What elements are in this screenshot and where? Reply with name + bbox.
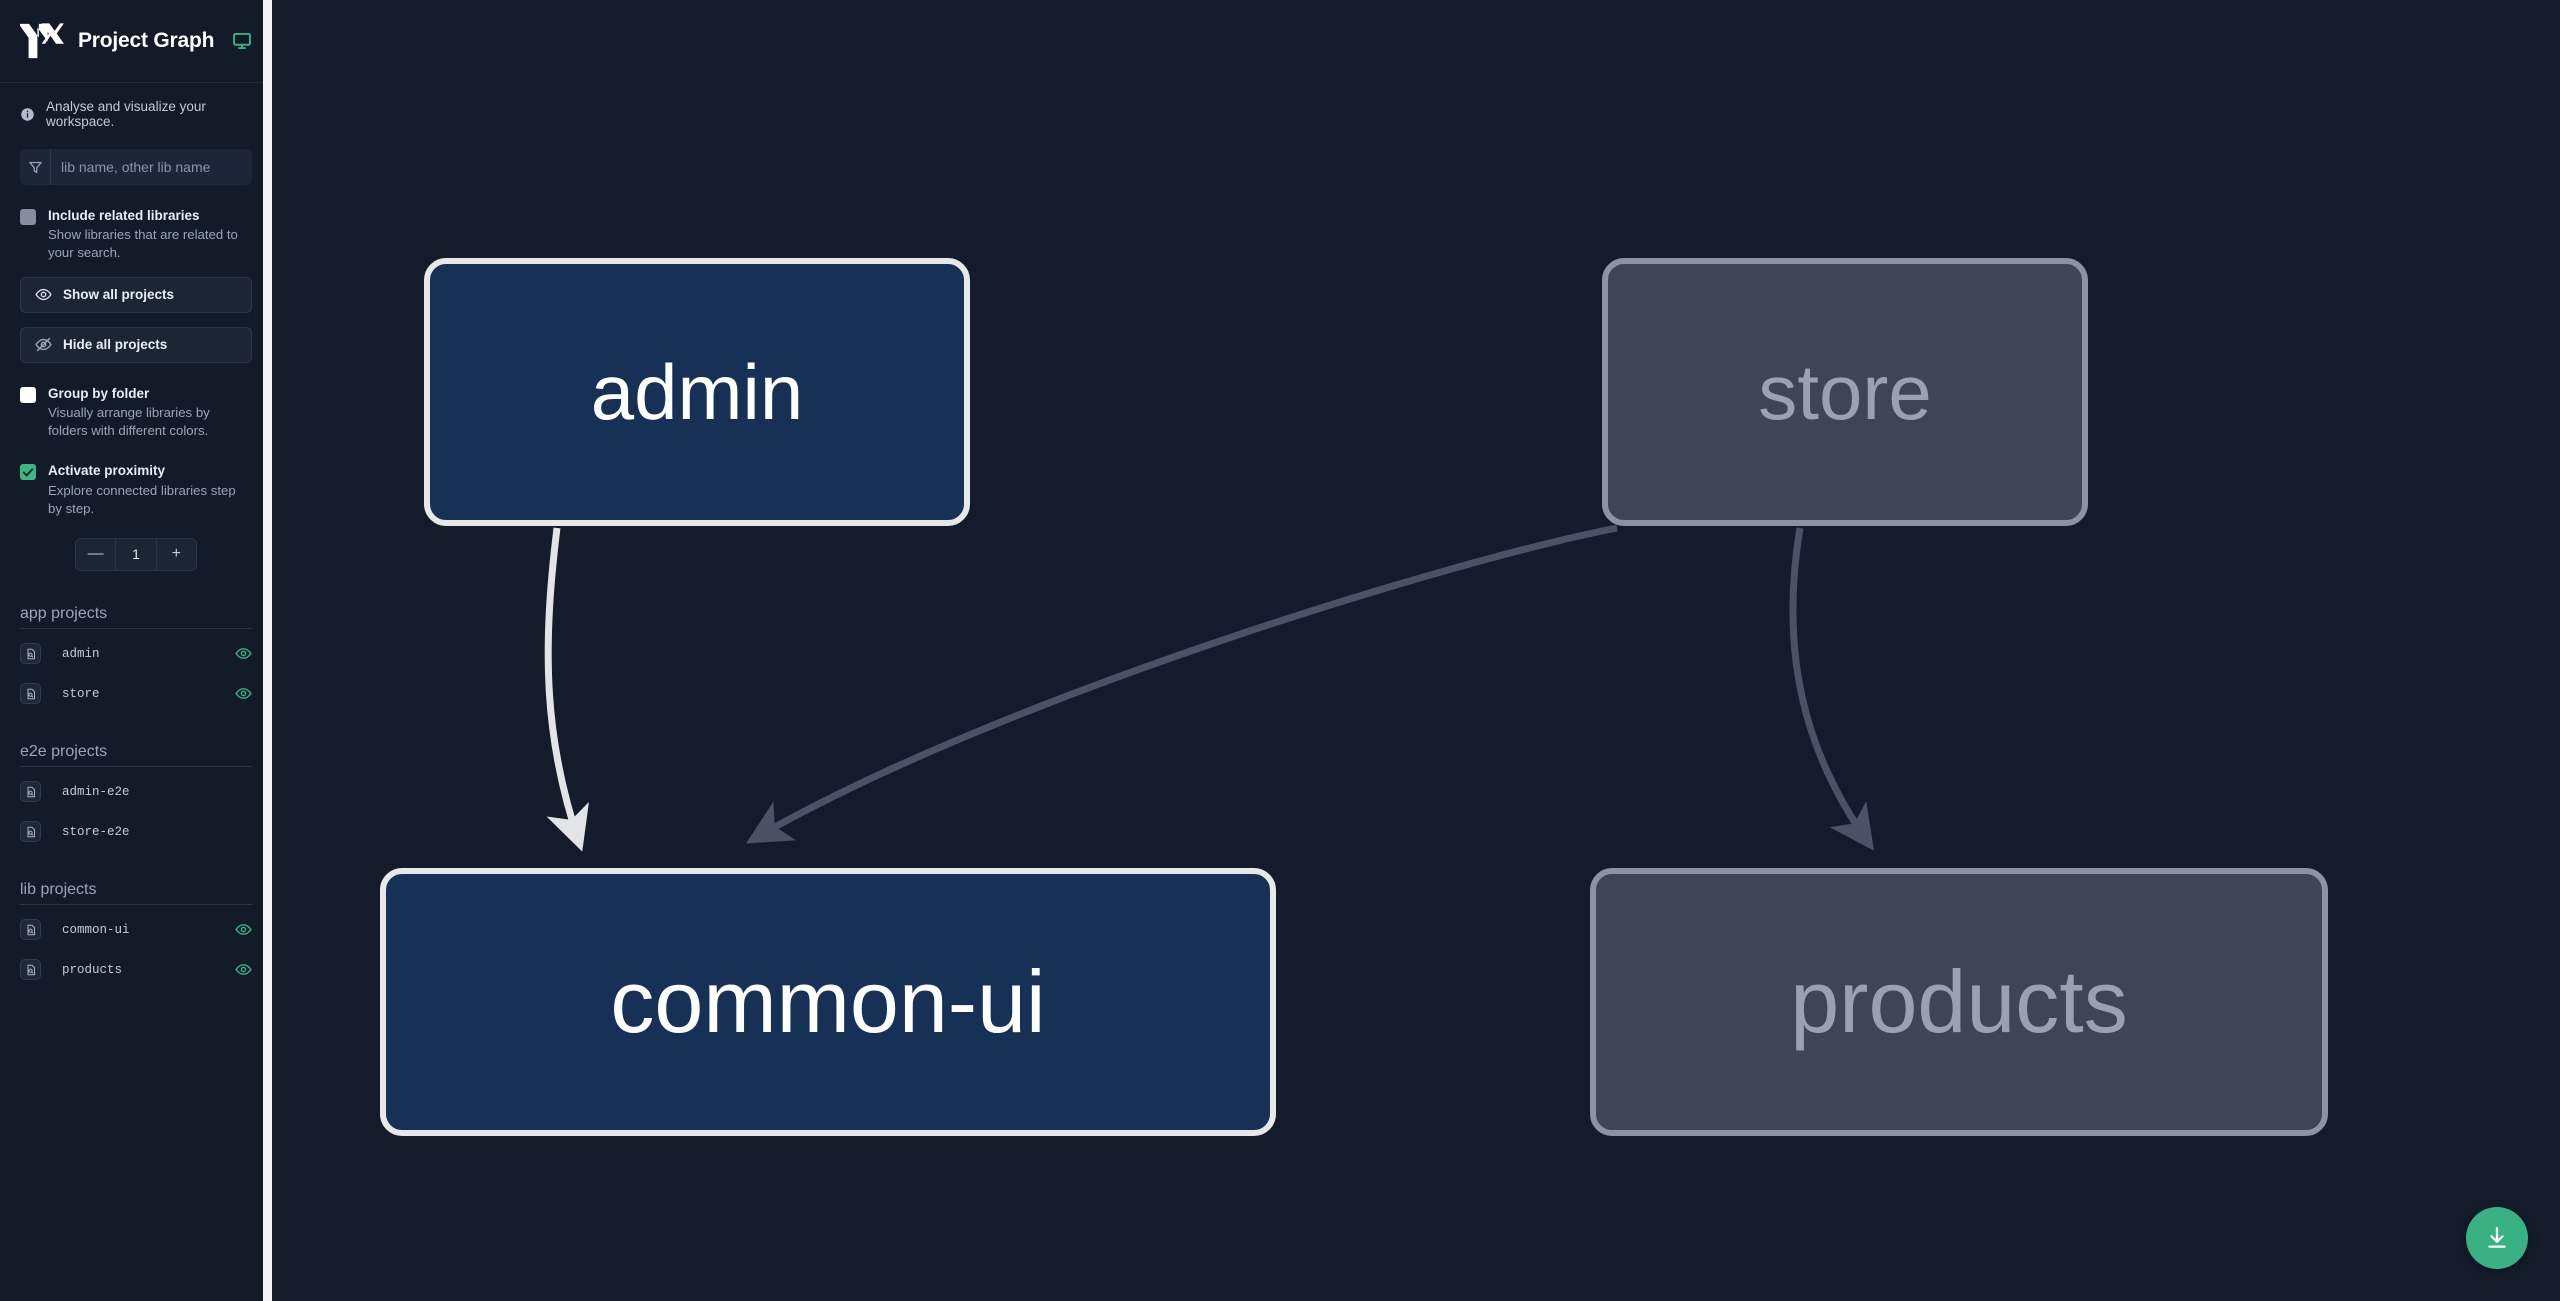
workspace-tagline: Analyse and visualize your workspace.	[0, 83, 272, 143]
search-filter[interactable]	[20, 149, 252, 185]
info-icon	[20, 107, 35, 122]
sidebar-header: Project Graph	[0, 0, 272, 82]
project-details-button[interactable]	[20, 643, 41, 665]
file-search-icon	[27, 924, 35, 936]
show-all-projects-label: Show all projects	[63, 287, 175, 303]
project-details-button[interactable]	[20, 919, 41, 941]
proximity-decrement-button[interactable]: —	[76, 538, 116, 570]
header-divider	[0, 82, 272, 83]
download-graph-button[interactable]	[2466, 1207, 2528, 1269]
project-list-item[interactable]: store	[20, 679, 252, 709]
eye-icon	[35, 286, 52, 303]
activate-proximity-label: Activate proximity	[48, 463, 166, 479]
graph-edges	[544, 524, 1875, 852]
project-visibility-toggle[interactable]	[235, 685, 252, 702]
graph-node-products[interactable]: products	[1590, 868, 2328, 1136]
tagline-text: Analyse and visualize your workspace.	[46, 99, 206, 129]
project-group-title: e2e projects	[20, 743, 252, 767]
edge-admin-to-common-ui	[544, 527, 589, 852]
project-visibility-toggle[interactable]	[235, 961, 252, 978]
project-group-title: app projects	[20, 605, 252, 629]
project-group: lib projects common-ui products	[0, 881, 272, 985]
eye-off-icon	[35, 336, 52, 353]
eye-icon[interactable]	[235, 685, 252, 702]
project-name: products	[62, 962, 123, 977]
proximity-stepper[interactable]: — 1 +	[75, 537, 197, 571]
project-groups: app projects admin store e2e projects admin-…	[0, 605, 272, 985]
project-details-button[interactable]	[20, 821, 41, 843]
group-by-folder-label: Group by folder	[48, 385, 150, 401]
eye-icon[interactable]	[235, 961, 252, 978]
file-search-icon	[27, 688, 35, 700]
page-title: Project Graph	[78, 29, 215, 52]
group-by-folder-description: Visually arrange libraries by folders wi…	[48, 404, 210, 439]
proximity-increment-button[interactable]: +	[156, 538, 196, 570]
project-list-item[interactable]: store-e2e	[20, 817, 252, 847]
nx-logo-icon	[18, 20, 64, 62]
file-search-icon	[27, 826, 35, 838]
sidebar-scroll-area[interactable]: Project Graph	[0, 0, 272, 1301]
hide-all-projects-label: Hide all projects	[63, 337, 168, 353]
eye-icon[interactable]	[235, 921, 252, 938]
project-list-item[interactable]: products	[20, 955, 252, 985]
project-name: store	[62, 686, 100, 701]
sidebar: Project Graph	[0, 0, 272, 1301]
graph-canvas[interactable]: admin store common-ui products	[272, 0, 2560, 1301]
group-by-folder-checkbox[interactable]	[20, 386, 36, 403]
edge-store-to-common-ui	[745, 524, 1618, 844]
activate-proximity-checkbox[interactable]	[20, 464, 36, 481]
graph-node-common-ui[interactable]: common-ui	[380, 868, 1276, 1136]
project-group: app projects admin store	[0, 605, 272, 709]
project-group: e2e projects admin-e2e store-e2e	[0, 743, 272, 847]
graph-node-admin[interactable]: admin	[424, 258, 970, 526]
search-input[interactable]	[51, 149, 252, 185]
sidebar-scrollbar[interactable]	[263, 0, 272, 1301]
project-name: admin	[62, 646, 100, 661]
graph-node-label: store	[1758, 348, 1932, 436]
graph-node-store[interactable]: store	[1602, 258, 2088, 526]
show-all-projects-button[interactable]: Show all projects	[20, 276, 252, 313]
sidebar-controls: Include related libraries Show libraries…	[0, 149, 272, 571]
project-visibility-toggle[interactable]	[235, 783, 252, 800]
project-visibility-toggle[interactable]	[235, 921, 252, 938]
option-activate-proximity[interactable]: Activate proximity Explore connected lib…	[20, 462, 252, 518]
option-include-related-libraries[interactable]: Include related libraries Show libraries…	[20, 207, 252, 263]
include-related-libraries-checkbox[interactable]	[20, 209, 36, 225]
option-group-by-folder[interactable]: Group by folder Visually arrange librari…	[20, 385, 252, 441]
project-name: common-ui	[62, 922, 130, 937]
project-details-button[interactable]	[20, 781, 41, 803]
edge-store-to-products	[1789, 527, 1875, 851]
activate-proximity-description: Explore connected libraries step by step…	[48, 482, 236, 516]
project-visibility-toggle[interactable]	[235, 823, 252, 840]
file-search-icon	[27, 964, 35, 976]
hide-all-projects-button[interactable]: Hide all projects	[20, 326, 252, 363]
file-search-icon	[27, 648, 35, 660]
include-related-libraries-description: Show libraries that are related to your …	[48, 227, 238, 261]
eye-icon[interactable]	[235, 645, 252, 662]
download-icon	[2484, 1225, 2510, 1251]
project-list-item[interactable]: common-ui	[20, 915, 252, 945]
project-details-button[interactable]	[20, 683, 41, 705]
proximity-value: 1	[115, 538, 157, 570]
graph-node-label: products	[1790, 952, 2128, 1051]
project-visibility-toggle[interactable]	[235, 645, 252, 662]
include-related-libraries-label: Include related libraries	[48, 208, 200, 223]
graph-node-label: admin	[590, 348, 804, 436]
project-name: store-e2e	[62, 824, 130, 839]
file-search-icon	[27, 786, 35, 798]
project-list-item[interactable]: admin-e2e	[20, 777, 252, 807]
project-group-title: lib projects	[20, 881, 252, 905]
funnel-icon	[20, 149, 51, 185]
graph-node-label: common-ui	[610, 952, 1046, 1051]
project-name: admin-e2e	[62, 784, 130, 799]
project-list-item[interactable]: admin	[20, 639, 252, 669]
monitor-icon[interactable]	[228, 31, 252, 51]
project-details-button[interactable]	[20, 959, 41, 981]
